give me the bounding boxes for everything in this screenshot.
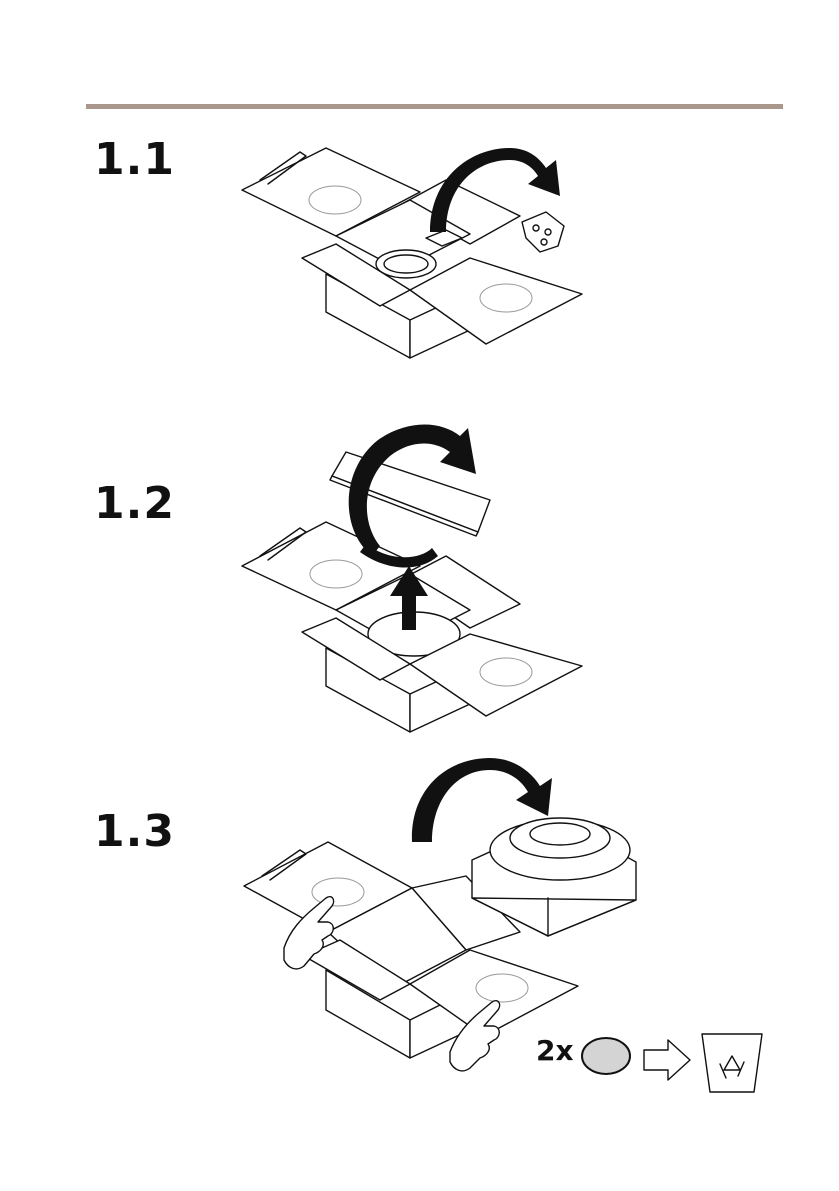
adhesive-pad — [309, 186, 361, 214]
adhesive-pad — [480, 284, 532, 312]
camera-part-icon — [522, 212, 564, 252]
recycle-bin-icon — [702, 1034, 762, 1092]
adhesive-pad-to-remove — [476, 974, 528, 1002]
right-arrow-icon — [644, 1040, 690, 1080]
quantity-label: 2x — [536, 1034, 574, 1067]
adhesive-pad-to-remove — [312, 878, 364, 906]
step-1-1-open-box — [242, 148, 582, 358]
adhesive-pad — [480, 658, 532, 686]
adhesive-pad-disposed — [582, 1038, 630, 1074]
adhesive-pad — [310, 560, 362, 588]
